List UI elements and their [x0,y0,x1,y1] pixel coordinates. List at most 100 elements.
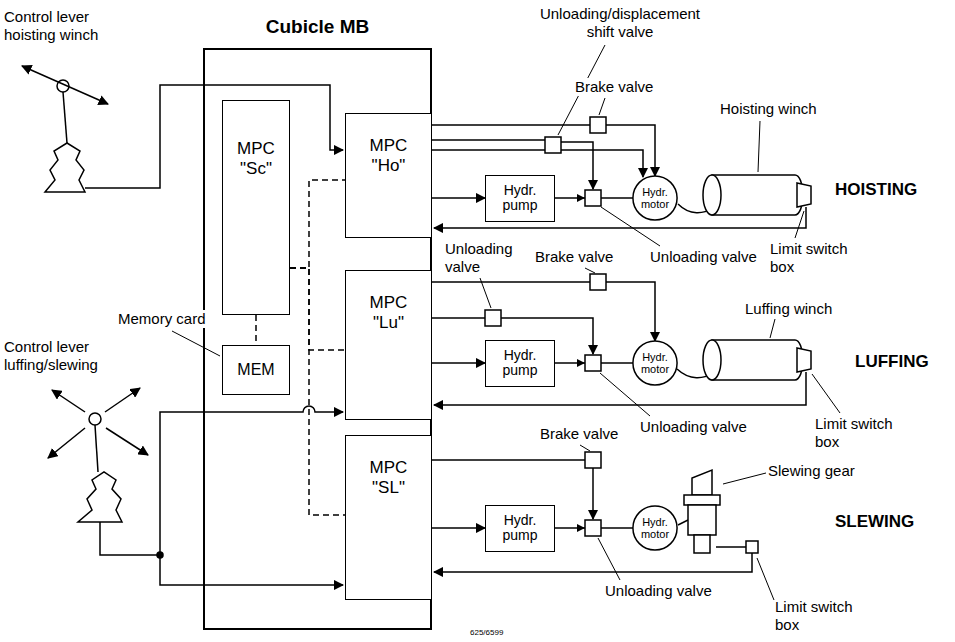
hoisting-winch-drum [703,175,721,215]
node-text: Cubicle MB [205,16,430,39]
luffing-slewing-lever-wire [160,555,343,585]
luffing-winch-drum [797,348,811,372]
valve-label: Unloading valve [650,248,757,266]
controller-box: MPC "Ho" [345,113,432,238]
leader-line [812,374,840,413]
hoisting-winch-drum [678,175,811,215]
leader-line [723,473,766,484]
controller-box: MPC "Sc" [222,100,290,315]
signal-line [432,527,485,529]
node-text: Hydr. motor [641,351,669,375]
winch-label: Hoisting winch [720,100,817,118]
leader-line [599,98,605,115]
valve-inlet-arrowhead [577,524,585,532]
valve-label: Unloading valve [640,418,747,436]
luffing-slewing-control-lever [78,472,122,522]
hydraulic-line [432,459,585,461]
valve-label: Brake valve [535,248,613,266]
limit-switch-label: Limit switch box [815,415,910,451]
node-text: MPC "Ho" [370,136,408,177]
slewing-gear [716,546,746,548]
memory-card-label: Memory card [118,310,206,328]
slewing-gear [694,535,710,553]
slewing-gear [692,470,712,495]
limit-switch-feedback-line [434,553,752,572]
memory-card-box: MEM [222,345,290,395]
node-text: MPC "SL" [370,458,408,499]
valve-label: Brake valve [575,78,653,96]
valve-inlet-arrowhead [577,194,585,532]
controller-box: MPC "SL" [345,435,432,600]
valve-symbol [590,117,606,133]
luffing-slewing-control-lever [52,390,85,412]
luffing-slewing-lever-wire [157,552,163,558]
slewing-gear [678,520,688,525]
leader-line [172,45,840,600]
luffing-winch-drum [712,340,803,380]
control-bus-line [290,268,345,350]
hoisting-control-lever [63,92,67,143]
signal-line [432,197,485,199]
pump-box: Hydr. pump [485,505,555,552]
section-title: HOISTING [835,180,917,200]
motor-outline [633,506,677,550]
luffing-slewing-lever-wire [100,406,343,585]
node-text: MPC "Sc" [237,139,275,180]
control-bus-line [290,180,345,268]
controller-box: MPC "Lu" [345,270,432,420]
valve-symbol [485,310,501,326]
node-text: Hydr. pump [502,183,537,214]
leader-line [770,319,775,338]
signal-line [432,125,655,176]
motor-outline [633,176,677,220]
slewing-gear [746,541,758,553]
node-text: Hydr. pump [502,348,537,379]
luffing-winch-drum [703,340,721,380]
control-bus-line [290,268,345,515]
limit-switch-label: Limit switch box [770,240,865,276]
valve-label: Brake valve [540,425,618,443]
cabinet-frame: Cubicle MBMPC "Ho"MPC "Sc"MEMMPC "Lu"MPC… [203,48,432,630]
hoisting-winch-drum [797,183,811,207]
luffing-slewing-lever-wire [100,522,160,555]
leader-line [580,445,590,451]
limit-switch-label: Limit switch box [775,598,870,634]
node-text: Hydr. pump [502,513,537,544]
luffing-slewing-control-lever [106,428,148,455]
valve-symbol [545,137,561,153]
pump-box: Hydr. pump [485,175,555,222]
slewing-gear [678,470,758,553]
limit-switch-feedback-line [434,207,806,572]
section-title: SLEWING [835,512,914,532]
node-text: MPC "Lu" [370,293,408,334]
winch-label: Luffing winch [745,300,832,318]
luffing-slewing-lever-wire [160,406,343,555]
motor-circle: Hydr. motor [632,175,678,221]
leader-line [757,558,774,600]
valve-symbol [585,355,601,371]
hydraulic-line [432,149,545,151]
hydraulic-line [432,317,485,319]
motor-circle: Hydr. motor [632,340,678,386]
luffing-slewing-control-lever [89,413,101,425]
luffing-slewing-control-lever [48,388,148,522]
valve-label: Unloading/displacement shift valve [530,5,710,41]
valve-symbol [590,274,606,290]
hoisting-control-lever [45,143,85,192]
hoisting-lever-wire [85,85,343,188]
valve-symbol [585,452,601,468]
luffing-slewing-control-lever [48,428,85,458]
hoisting-control-lever [22,66,108,192]
node-text: Hydr. motor [641,516,669,540]
luffing-slewing-control-lever [95,425,98,472]
pump-box: Hydr. pump [485,340,555,387]
section-title: LUFFING [855,352,929,372]
luffing-slewing-control-lever [105,388,140,412]
hoisting-winch-drum [712,175,803,215]
valve-inlet-arrowhead [577,194,585,202]
motor-outline [633,341,677,385]
control-lever-label: Control lever hoisting winch [4,8,129,44]
slewing-gear [688,505,716,535]
valve-symbol [585,520,601,536]
